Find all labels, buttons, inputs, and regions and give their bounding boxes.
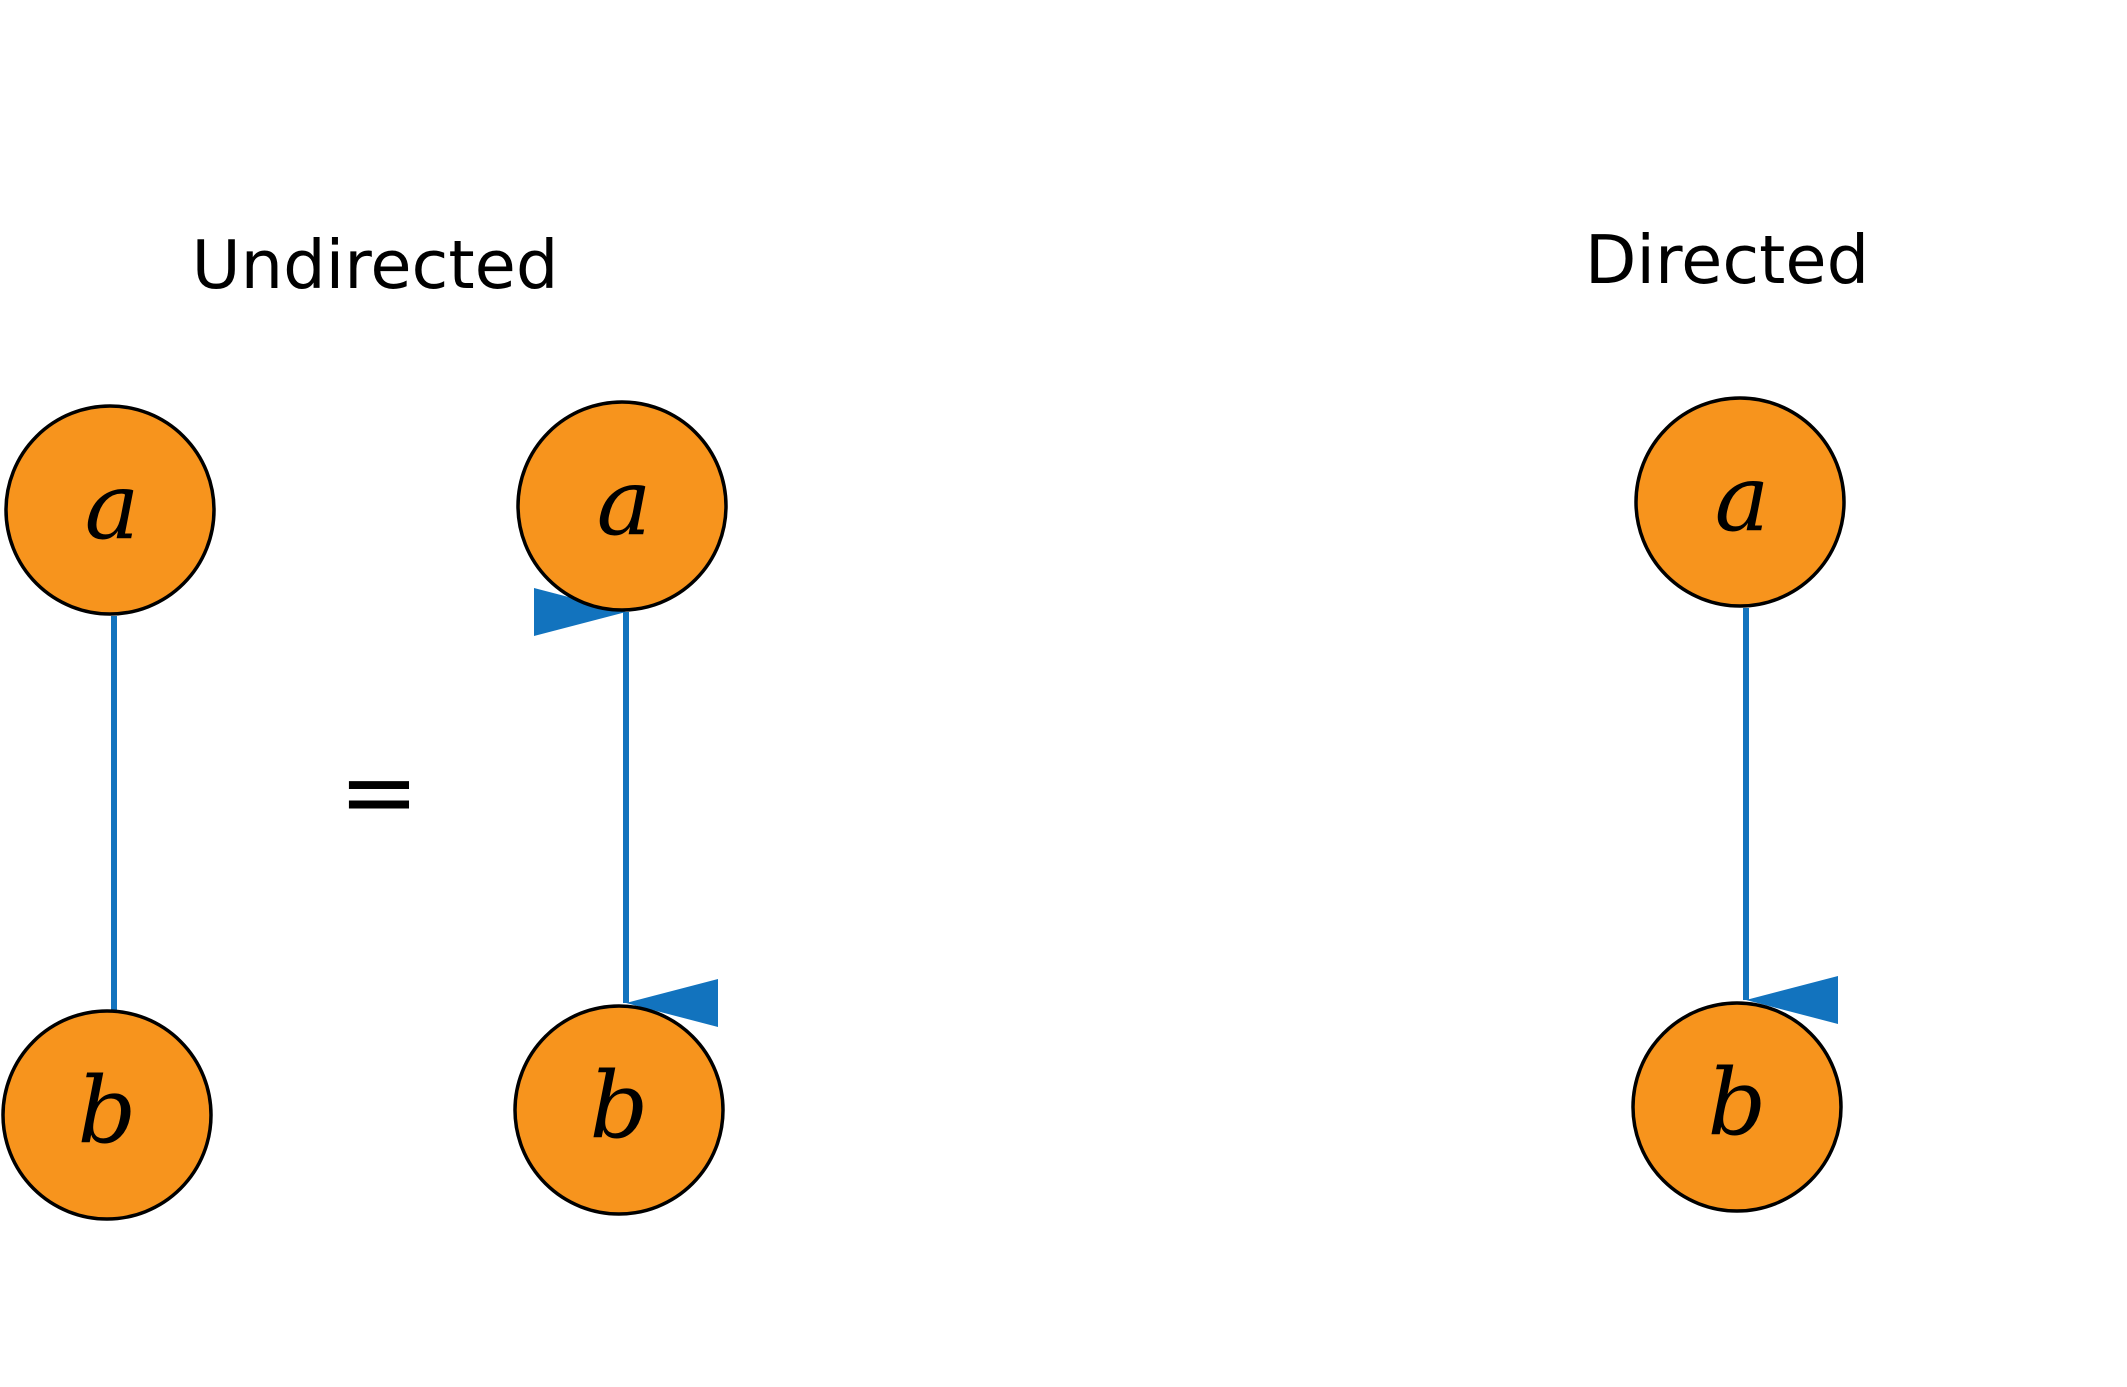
node-a-label: a [597, 449, 652, 556]
undirected-graph: a b [1, 404, 216, 1221]
node-b-circle [513, 1004, 725, 1216]
node-b-label: b [590, 1052, 649, 1159]
undirected-node-b: b [1, 1009, 213, 1221]
node-a-circle [4, 404, 216, 616]
directed-heading: Directed [1585, 221, 1869, 299]
node-a-label: a [85, 453, 140, 560]
equals-sign: = [339, 736, 419, 848]
node-b-circle [1631, 1001, 1843, 1213]
node-a-label: a [1715, 445, 1770, 552]
undirected-node-a: a [4, 404, 216, 616]
node-b-label: b [1708, 1049, 1767, 1156]
undirected-heading: Undirected [192, 226, 559, 304]
directed-node-b: b [1631, 1001, 1843, 1213]
node-a-circle [516, 400, 728, 612]
bidirectional-graph: a b [513, 400, 728, 1216]
node-b-label: b [78, 1057, 137, 1164]
bidirectional-node-b: b [513, 1004, 725, 1216]
bidirectional-node-a: a [516, 400, 728, 612]
directed-node-a: a [1634, 396, 1846, 608]
node-b-circle [1, 1009, 213, 1221]
node-a-circle [1634, 396, 1846, 608]
directed-graph: a b [1631, 396, 1846, 1213]
